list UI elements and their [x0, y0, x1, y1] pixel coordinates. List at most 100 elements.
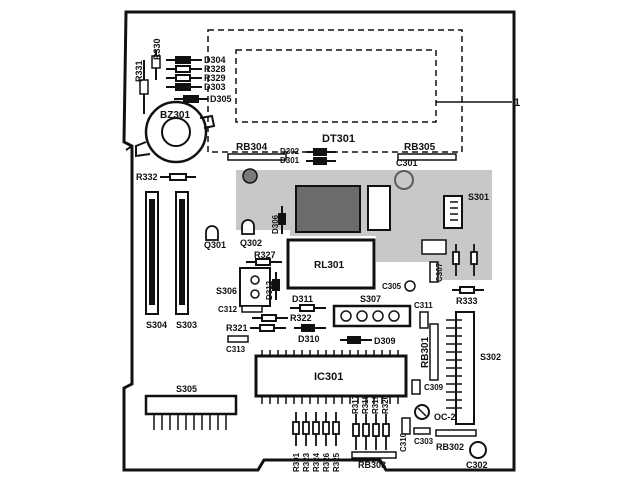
label-r329: R329	[204, 73, 226, 83]
label-rb302: RB302	[436, 442, 464, 452]
resistor-group-r301-r325	[292, 412, 340, 446]
board-notch-top	[125, 145, 133, 151]
label-r324: R324	[312, 452, 321, 472]
resistor-r333	[452, 286, 484, 294]
diode-d306	[278, 206, 286, 234]
switch-s306	[239, 267, 271, 307]
small-chip	[421, 239, 447, 255]
label-d310: D310	[298, 334, 320, 344]
label-c310: C310	[399, 432, 408, 452]
label-ic301: IC301	[314, 371, 343, 383]
label-d306: D306	[271, 214, 280, 234]
label-r328: R328	[204, 64, 226, 74]
ic-ic301	[254, 354, 408, 398]
label-r322: R322	[290, 313, 312, 323]
label-r323: R323	[302, 452, 311, 472]
capacitor-c312	[241, 305, 263, 313]
diode-row-d304	[166, 56, 202, 91]
resistor-r332	[160, 173, 196, 181]
label-c305: C305	[382, 282, 402, 291]
label-q302: Q302	[240, 238, 262, 248]
label-r326: R326	[322, 452, 331, 472]
label-rb303: RB303	[358, 460, 386, 470]
label-d309: D309	[374, 336, 396, 346]
diode-d312	[272, 272, 280, 300]
resistor-bank-rb302	[435, 429, 477, 437]
display-window	[235, 49, 437, 123]
label-s307: S307	[360, 294, 381, 304]
resistor-r321	[250, 324, 286, 332]
label-d301: D301	[280, 156, 300, 165]
buzzer-outer	[144, 100, 208, 164]
transistor-q302	[241, 219, 255, 235]
connector-s301-pins	[450, 201, 458, 221]
buzzer-lug-right	[199, 114, 216, 129]
switch-s307	[332, 304, 412, 328]
label-bz301: BZ301	[160, 110, 190, 121]
label-c302: C302	[466, 460, 488, 470]
label-d311: D311	[292, 294, 313, 304]
label-dt301: DT301	[322, 133, 355, 145]
label-s305: S305	[176, 384, 197, 394]
capacitor-c303	[413, 427, 431, 435]
label-q301: Q301	[204, 240, 226, 250]
switch-s307-pins	[340, 310, 400, 322]
label-s301: S301	[468, 192, 489, 202]
label-r325: R325	[332, 452, 341, 472]
resistors-right-cluster	[452, 244, 478, 276]
resistor-bank-rb303	[351, 451, 397, 459]
label-r301: R301	[292, 452, 301, 472]
label-d303: D303	[204, 82, 226, 92]
label-r320: R320	[381, 394, 390, 414]
relay-rl301	[286, 238, 376, 290]
capacitor-c311	[419, 311, 429, 329]
resistor-bank-rb304	[227, 153, 287, 161]
label-r321: R321	[226, 323, 248, 333]
label-c301: C301	[396, 158, 418, 168]
diode-d305	[174, 95, 208, 103]
label-r318: R318	[361, 394, 370, 414]
resistor-group-r317-r320	[352, 414, 390, 450]
label-rl301: RL301	[314, 260, 344, 271]
resistor-bank-rb301	[429, 323, 439, 381]
label-s303: S303	[176, 320, 197, 330]
label-d302: D302	[280, 147, 300, 156]
callout-label: 1	[514, 97, 520, 109]
capacitor-c309	[411, 379, 421, 395]
trimmer-top	[242, 168, 258, 184]
buzzer-lug	[135, 141, 151, 158]
label-c309: C309	[424, 383, 444, 392]
switch-s306-pin-a	[250, 275, 260, 285]
label-r317: R317	[351, 394, 360, 414]
switch-s303	[175, 191, 189, 315]
label-s304: S304	[146, 320, 167, 330]
capacitor-c310	[401, 417, 411, 435]
resistor-r331-body	[139, 79, 149, 95]
resistor-bank-rb305	[397, 153, 457, 161]
label-r331: R331	[134, 60, 144, 82]
label-r319: R319	[371, 394, 380, 414]
label-c312: C312	[218, 305, 238, 314]
diode-d310	[294, 324, 326, 332]
diodes-d301-d302	[306, 148, 336, 165]
connector-s305	[144, 394, 238, 416]
label-c303: C303	[414, 437, 434, 446]
relay-coil-block	[295, 185, 361, 233]
label-rb305: RB305	[404, 142, 436, 153]
label-d304: D304	[204, 55, 226, 65]
capacitor-c305	[404, 280, 416, 292]
connector-s301	[443, 195, 463, 229]
label-r327: R327	[254, 250, 276, 260]
label-r330: R330	[152, 38, 162, 60]
label-c313: C313	[226, 345, 246, 354]
connector-s305-pins	[153, 414, 227, 430]
buzzer-inner	[161, 117, 191, 147]
label-r332: R332	[136, 172, 158, 182]
transformer-block	[367, 185, 391, 231]
capacitor-c302	[469, 441, 487, 459]
label-c307: C307	[435, 262, 444, 282]
switch-s304	[145, 191, 159, 315]
trimmer-oc2-slot	[417, 407, 427, 417]
label-d312: D312	[265, 280, 274, 300]
